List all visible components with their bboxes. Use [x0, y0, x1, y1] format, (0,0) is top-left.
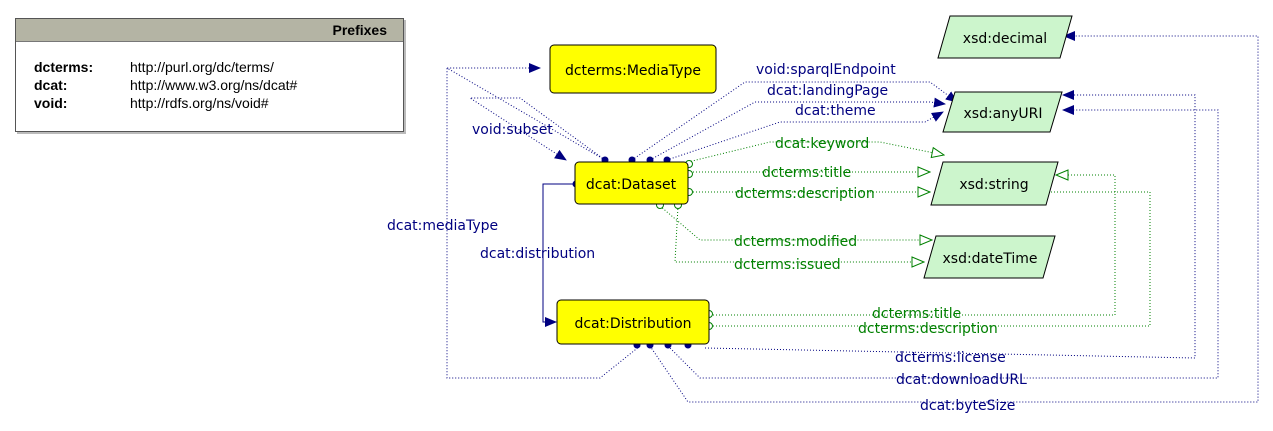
prefixes-legend: Prefixes dcterms: http://purl.org/dc/term…	[15, 18, 404, 132]
prefix-key: dcat:	[34, 77, 68, 93]
label-download-url: dcat:downloadURL	[896, 372, 1027, 388]
prefix-uri: http://purl.org/dc/terms/	[130, 59, 274, 75]
class-media-type: dcterms:MediaType	[549, 44, 717, 94]
prefix-row-dcat: dcat: http://www.w3.org/ns/dcat#	[34, 77, 297, 93]
label-sparql-endpoint: void:sparqlEndpoint	[756, 62, 896, 78]
label-dist-description: dcterms:description	[858, 321, 998, 337]
prefix-key: void:	[34, 95, 68, 111]
label-byte-size: dcat:byteSize	[920, 398, 1015, 414]
label-distribution: dcat:distribution	[480, 246, 595, 262]
class-dataset-label: dcat:Dataset	[586, 177, 677, 193]
prefix-uri: http://www.w3.org/ns/dcat#	[130, 77, 298, 93]
class-distribution: dcat:Distribution	[556, 299, 710, 345]
prefix-uri: http://rdfs.org/ns/void#	[130, 95, 269, 111]
prefix-row-void: void: http://rdfs.org/ns/void#	[34, 95, 269, 111]
class-media-type-label: dcterms:MediaType	[565, 63, 701, 79]
prefix-key: dcterms:	[34, 59, 94, 75]
datatype-decimal: xsd:decimal	[937, 15, 1073, 59]
edge-sparql-endpoint	[631, 81, 958, 161]
edge-dist-description	[710, 191, 1151, 327]
datatype-decimal-label: xsd:decimal	[963, 31, 1047, 47]
label-issued: dcterms:issued	[734, 257, 841, 273]
label-landing-page: dcat:landingPage	[767, 83, 888, 99]
label-media-type: dcat:mediaType	[387, 218, 498, 234]
datatype-date-time-label: xsd:dateTime	[942, 251, 1037, 267]
edge-modified	[659, 205, 932, 240]
edge-license	[704, 90, 1196, 359]
label-dist-title: dcterms:title	[872, 306, 961, 322]
prefix-row-dcterms: dcterms: http://purl.org/dc/terms/	[34, 59, 274, 75]
datatype-string-label: xsd:string	[959, 177, 1028, 193]
edge-dist-title	[710, 175, 1116, 316]
label-title: dcterms:title	[762, 165, 851, 181]
class-distribution-label: dcat:Distribution	[574, 316, 691, 332]
label-theme: dcat:theme	[795, 103, 876, 119]
edge-download-url	[667, 105, 1219, 379]
datatype-any-uri-label: xsd:anyURI	[963, 106, 1042, 122]
datatype-date-time: xsd:dateTime	[923, 235, 1056, 279]
label-modified: dcterms:modified	[734, 234, 857, 250]
edge-keyword	[687, 141, 944, 163]
datatype-string: xsd:string	[930, 161, 1059, 206]
label-license: dcterms:license	[895, 350, 1006, 366]
prefixes-title: Prefixes	[16, 19, 403, 42]
edge-dataset-media-type	[445, 63, 606, 161]
edge-issued	[674, 205, 924, 262]
label-keyword: dcat:keyword	[775, 136, 869, 152]
edge-byte-size	[649, 31, 1259, 403]
edge-distribution	[542, 183, 576, 327]
label-description: dcterms:description	[735, 186, 875, 202]
class-dataset: dcat:Dataset	[574, 161, 689, 205]
edge-landing-page	[649, 97, 946, 161]
label-void-subset: void:subset	[472, 122, 553, 138]
datatype-any-uri: xsd:anyURI	[942, 91, 1063, 133]
